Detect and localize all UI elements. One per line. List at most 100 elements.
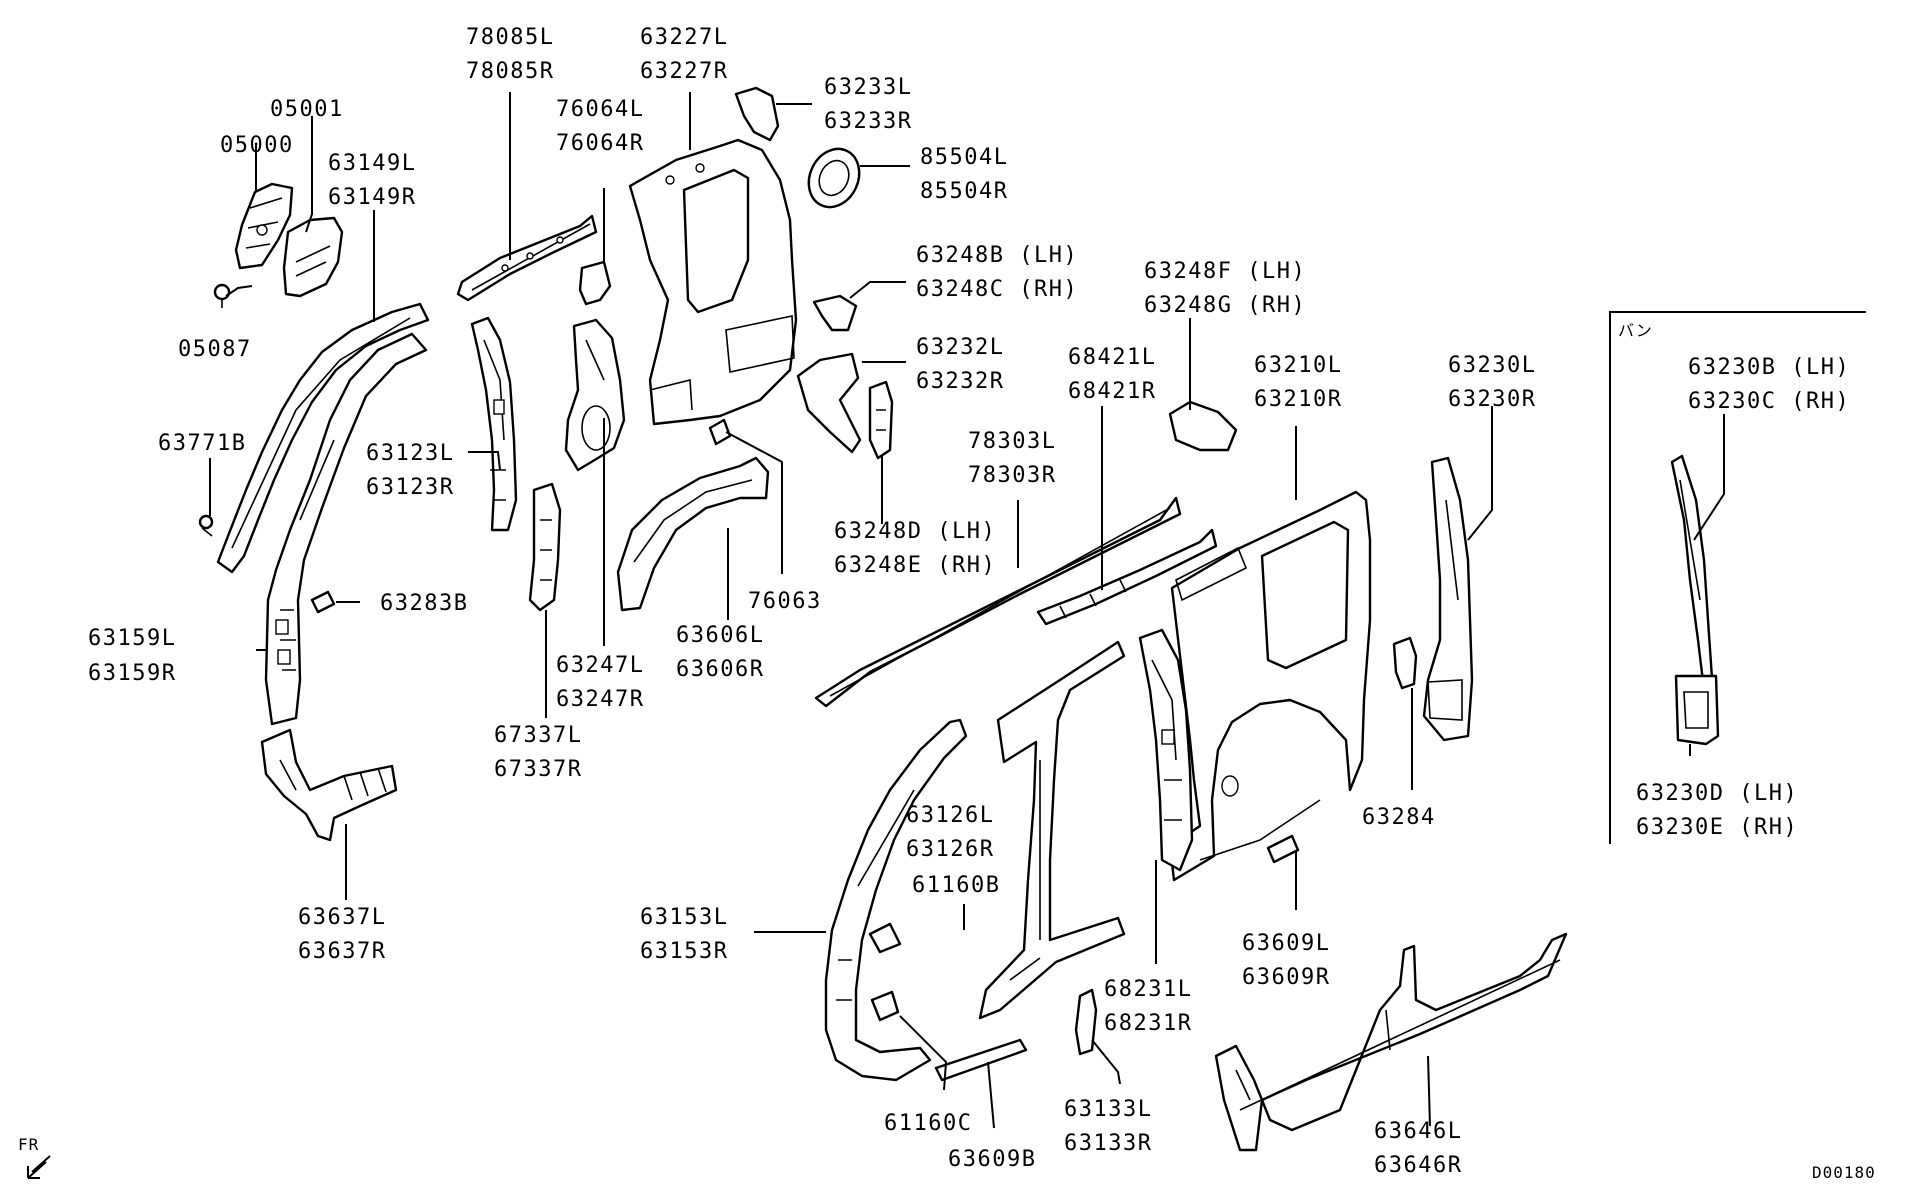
label-76064l: 76064L	[556, 97, 644, 122]
label-63248d: 63248D (LH)	[834, 519, 996, 544]
part-61160b[interactable]	[868, 922, 902, 954]
label-05001: 05001	[270, 97, 344, 122]
label-61160b: 61160B	[912, 873, 1000, 898]
label-78303r: 78303R	[968, 463, 1056, 488]
part-78303[interactable]	[814, 496, 1182, 708]
label-63283b: 63283B	[380, 591, 468, 616]
label-63153l: 63153L	[640, 905, 728, 930]
label-63149l: 63149L	[328, 151, 416, 176]
label-63248f: 63248F (LH)	[1144, 259, 1306, 284]
label-63646r: 63646R	[1374, 1153, 1462, 1178]
label-63646l: 63646L	[1374, 1119, 1462, 1144]
part-63233[interactable]	[734, 86, 780, 142]
part-63606[interactable]	[616, 456, 770, 612]
label-63606l: 63606L	[676, 623, 764, 648]
label-67337l: 67337L	[494, 723, 582, 748]
part-78085[interactable]	[456, 214, 598, 302]
front-direction-label: FR	[18, 1135, 39, 1154]
part-63230d[interactable]	[1674, 674, 1720, 746]
part-63232[interactable]	[796, 352, 862, 454]
part-68421[interactable]	[1036, 528, 1218, 626]
label-63227l: 63227L	[640, 25, 728, 50]
label-63230l: 63230L	[1448, 353, 1536, 378]
label-63230e: 63230E (RH)	[1636, 815, 1798, 840]
label-63123r: 63123R	[366, 475, 454, 500]
label-68231r: 68231R	[1104, 1011, 1192, 1036]
label-63126l: 63126L	[906, 803, 994, 828]
part-63227[interactable]	[628, 138, 798, 426]
label-63230r: 63230R	[1448, 387, 1536, 412]
part-63637[interactable]	[260, 728, 398, 842]
part-63159[interactable]	[264, 332, 428, 726]
label-63609l: 63609L	[1242, 931, 1330, 956]
part-61160c[interactable]	[870, 990, 900, 1022]
part-05000[interactable]	[234, 182, 294, 270]
label-05000: 05000	[220, 133, 294, 158]
label-63232r: 63232R	[916, 369, 1004, 394]
label-63637r: 63637R	[298, 939, 386, 964]
label-63133l: 63133L	[1064, 1097, 1152, 1122]
label-76063: 76063	[748, 589, 822, 614]
part-63126[interactable]	[978, 640, 1126, 1020]
part-63609lr[interactable]	[1266, 834, 1300, 864]
part-63646[interactable]	[1214, 932, 1568, 1152]
part-67337[interactable]	[528, 482, 562, 612]
part-05087[interactable]	[213, 283, 231, 308]
label-63771b: 63771B	[158, 431, 246, 456]
part-63248bc[interactable]	[812, 294, 858, 332]
label-63248g: 63248G (RH)	[1144, 293, 1306, 318]
label-63123l: 63123L	[366, 441, 454, 466]
label-61160c: 61160C	[884, 1111, 972, 1136]
front-direction-arrow-icon	[27, 1155, 51, 1179]
label-63230d: 63230D (LH)	[1636, 781, 1798, 806]
part-63283b[interactable]	[310, 590, 336, 614]
label-68421l: 68421L	[1068, 345, 1156, 370]
label-63159r: 63159R	[88, 661, 176, 686]
part-63133[interactable]	[1074, 988, 1098, 1056]
part-63230[interactable]	[1422, 456, 1474, 742]
drawing-number: D00180	[1812, 1163, 1876, 1182]
label-63609r: 63609R	[1242, 965, 1330, 990]
part-76064[interactable]	[578, 260, 612, 306]
part-63153[interactable]	[824, 718, 968, 1082]
label-85504r: 85504R	[920, 179, 1008, 204]
label-63230c: 63230C (RH)	[1688, 389, 1850, 414]
part-63771b[interactable]	[198, 514, 214, 537]
part-68231[interactable]	[1138, 628, 1194, 872]
part-05001[interactable]	[282, 216, 344, 298]
part-63247[interactable]	[564, 318, 626, 472]
label-63210r: 63210R	[1254, 387, 1342, 412]
part-63609b[interactable]	[934, 1038, 1028, 1082]
label-68421r: 68421R	[1068, 379, 1156, 404]
label-05087: 05087	[178, 337, 252, 362]
label-63247r: 63247R	[556, 687, 644, 712]
part-63210[interactable]	[1168, 490, 1372, 882]
label-85504l: 85504L	[920, 145, 1008, 170]
label-67337r: 67337R	[494, 757, 582, 782]
label-63248c: 63248C (RH)	[916, 277, 1078, 302]
part-63230b[interactable]	[1670, 454, 1714, 692]
label-63284: 63284	[1362, 805, 1436, 830]
label-63232l: 63232L	[916, 335, 1004, 360]
part-63149[interactable]	[216, 302, 430, 574]
part-76063[interactable]	[708, 418, 732, 446]
part-63248de[interactable]	[868, 380, 894, 460]
label-63133r: 63133R	[1064, 1131, 1152, 1156]
part-63284[interactable]	[1392, 636, 1418, 690]
label-63227r: 63227R	[640, 59, 728, 84]
part-63123[interactable]	[470, 316, 518, 532]
label-63153r: 63153R	[640, 939, 728, 964]
label-63233l: 63233L	[824, 75, 912, 100]
part-63248fg[interactable]	[1168, 400, 1238, 452]
inset-heading: バン	[1618, 321, 1653, 340]
label-63126r: 63126R	[906, 837, 994, 862]
label-63233r: 63233R	[824, 109, 912, 134]
label-63230b: 63230B (LH)	[1688, 355, 1850, 380]
label-63606r: 63606R	[676, 657, 764, 682]
label-78303l: 78303L	[968, 429, 1056, 454]
label-78085r: 78085R	[466, 59, 554, 84]
part-85504[interactable]	[800, 141, 869, 216]
label-63248e: 63248E (RH)	[834, 553, 996, 578]
label-76064r: 76064R	[556, 131, 644, 156]
